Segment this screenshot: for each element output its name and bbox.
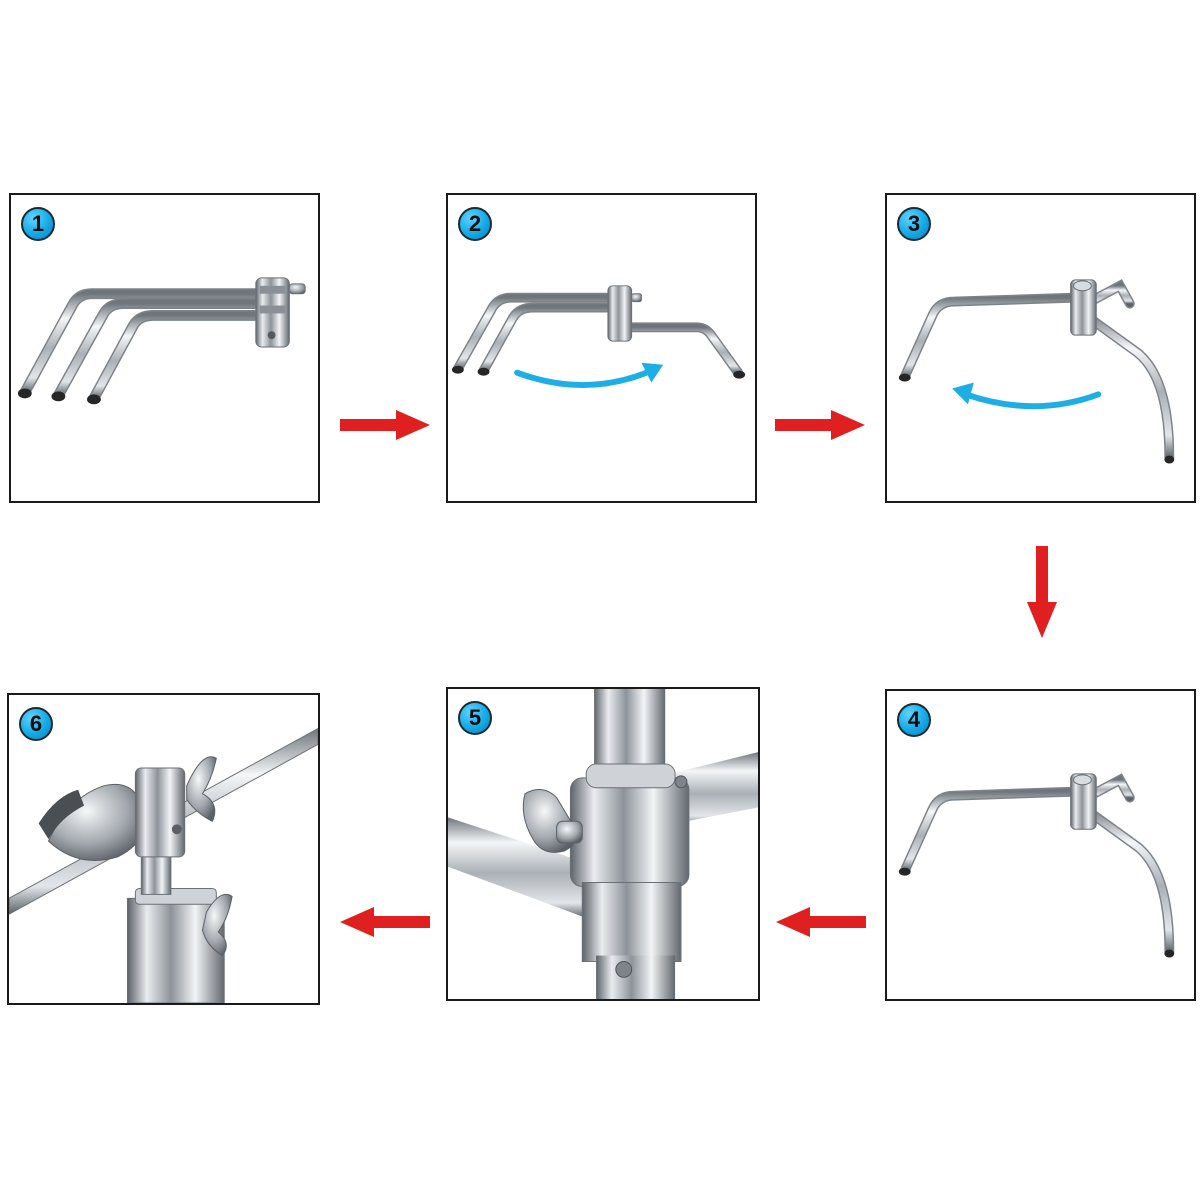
step-badge: 1 <box>21 207 55 241</box>
red-arrow-icon <box>776 907 866 937</box>
legs-folded-illustration <box>17 277 306 405</box>
step-4-panel: 4 <box>885 689 1196 1001</box>
step-1-panel: 1 <box>9 193 320 503</box>
red-arrow-icon <box>1027 546 1057 638</box>
curved-blue-arrow-icon <box>963 391 1102 410</box>
red-arrow-icon <box>340 907 430 937</box>
base-assembled-illustration <box>898 773 1175 958</box>
step-badge: 2 <box>458 207 492 241</box>
step-3-panel: 3 <box>885 193 1196 503</box>
step-6-panel: 6 <box>7 693 320 1005</box>
step-badge: 4 <box>897 703 931 737</box>
leg-locked-illustration <box>898 279 1175 464</box>
grip-head-illustration <box>9 727 318 1003</box>
step-badge: 5 <box>458 701 492 735</box>
step-5-panel: 5 <box>446 687 760 1001</box>
column-closeup-illustration <box>448 689 758 999</box>
step-2-panel: 2 <box>446 193 757 503</box>
step-badge: 6 <box>19 707 53 741</box>
red-arrow-icon <box>775 410 865 440</box>
curved-blue-arrow-icon <box>514 367 655 388</box>
leg-rotating-illustration <box>451 285 746 388</box>
step-badge: 3 <box>897 207 931 241</box>
red-arrow-icon <box>340 410 430 440</box>
